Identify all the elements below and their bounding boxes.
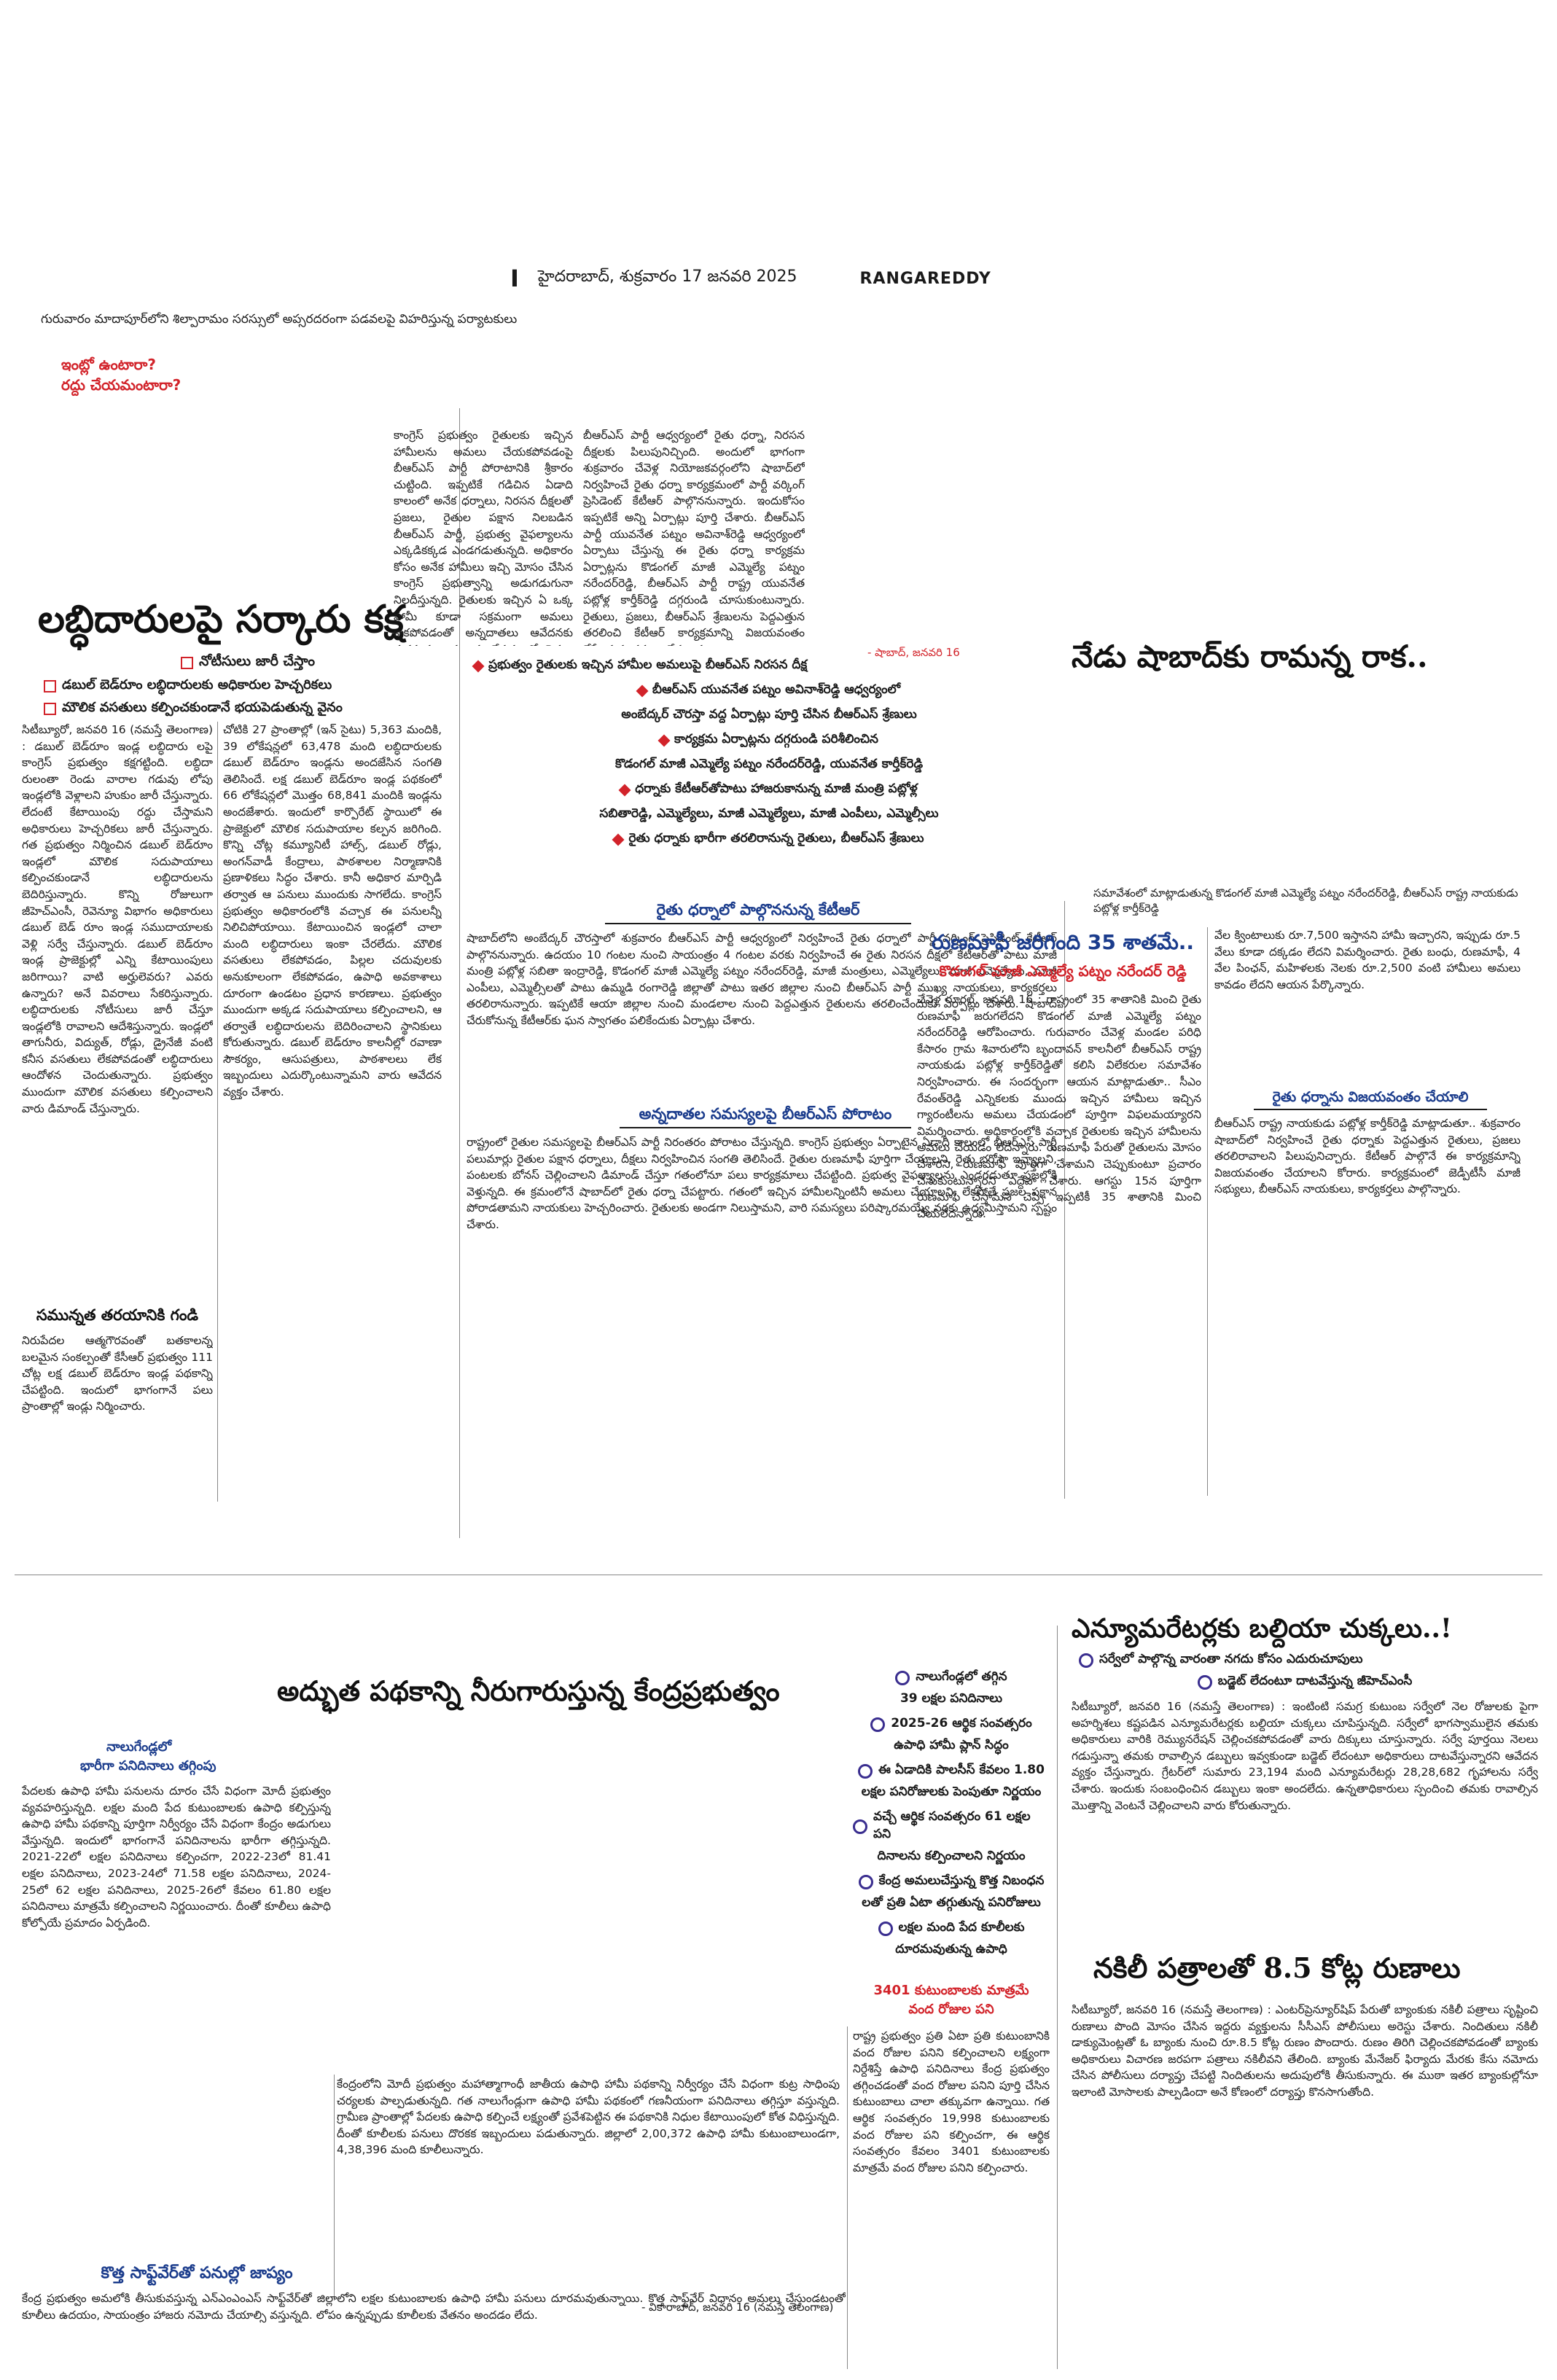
teaser-line-1: ఇంట్లో ఉంటారా? [61,356,156,373]
story1-col2: చోటికి 27 ప్రాంతాల్లో (ఇన్ సైటు) 5,363 మ… [223,723,442,1099]
story4-bullet-10: లతో ప్రతి ఏటా తగ్గుతున్న పనిరోజులు [862,1895,1041,1910]
story4-bullet-12: దూరమవుతున్న ఉపాధి [895,1942,1007,1956]
story2-bullet-3: అంబేద్కర్ చౌరస్తా వద్ద ఏర్పాట్లు పూర్తి … [621,707,917,722]
story4-sidebar-title-1: నాలుగేండ్లలో [106,1739,172,1755]
story4-byline: - వికారాబాద్, జనవరి 16 (నమస్తే తెలంగాణ) [641,2301,834,2314]
story4-side-section-1: 3401 కుటుంబాలకు మాత్రమే [873,1983,1029,1998]
story2-lead-col2: బీఆర్‌ఎస్ పార్టీ ఆధ్వర్యంలో రైతు ధర్నా, … [583,429,805,646]
story4-bullet-2: 39 లక్షల పనిదినాలు [900,1691,1003,1706]
dateline: హైదరాబాద్, శుక్రవారం 17 జనవరి 2025 [537,268,797,286]
story1-section: సమున్నత తరయానికి గండి [36,1306,199,1324]
story3-col1: చేవెళ్ల రూరల్, జనవరి 16 : రాష్ట్రంలో 35 … [917,993,1201,1220]
circle-bullet-icon [1197,1675,1212,1690]
story1-sub-2: డబుల్ బెడ్‌రూం లబ్ధిదారులకు అధికారుల హెచ… [44,677,452,695]
story4-bullet-3: 2025-26 ఆర్థిక సంవత్సరం [853,1716,1050,1733]
story3-photo-caption: సమావేశంలో మాట్లాడుతున్న కొడంగల్ మాజీ ఎమ్… [1093,886,1518,915]
story2-bullet-5: కొడంగల్ మాజీ ఎమ్మెల్యే పట్నం నరేందర్‌రెడ… [614,757,924,771]
story4-bullet-11: లక్షల మంది పేద కూలీలకు [853,1920,1050,1938]
story4-bullet-7: వచ్చే ఆర్థిక సంవత్సరం 61 లక్షల పని [853,1809,1050,1844]
circle-bullet-icon [1079,1653,1093,1668]
story4-sidebar-title-2: భారీగా పనిదినాలు తగ్గింపు [80,1758,216,1774]
story5-headline: ఎన్యూమరేటర్లకు బల్దియా చుక్కలు..! [1072,1613,1452,1644]
story2-bullet-8: రైతు ధర్నాకు భారీగా తరలిరానున్న రైతులు, … [474,831,1064,848]
circle-bullet-icon [853,1819,867,1834]
story2-bullet-4: కార్యక్రమ ఏర్పాట్లను దగ్గరుండి పరిశీలించ… [474,732,1064,749]
square-bullet-icon [181,657,194,669]
circle-bullet-icon [858,1764,873,1779]
circle-bullet-icon [878,1921,893,1936]
story4-bullet-9: కేంద్ర అమలుచేస్తున్న కొత్త నిబంధన [853,1873,1050,1891]
story5-body-2: సిటీబ్యూరో, జనవరి 16 (నమస్తే తెలంగాణ) : … [1072,2003,1538,2099]
story4-main-body: కేంద్రంలోని మోదీ ప్రభుత్వం మహాత్మాగాంధీ … [337,2077,840,2157]
story4-bullet-1: నాలుగేండ్లలో తగ్గిన [853,1669,1050,1687]
circle-bullet-icon [858,1875,873,1889]
story4-section-3-body: కేంద్ర ప్రభుత్వం అమలోకి తీసుకువస్తున్న ఎ… [22,2292,846,2322]
story2-headline: నేడు షాబాద్‌కు రామన్న రాక.. [1072,639,1428,674]
story2-bullet-1: ప్రభుత్వం రైతులకు ఇచ్చిన హామీల అమలుపై బీ… [472,658,1064,675]
story1-sub-3: మౌలిక వసతులు కల్పించకుండానే భయపెడుతున్న … [44,700,452,718]
diamond-bullet-icon [618,784,631,797]
diamond-bullet-icon [657,734,671,747]
story3-section: రైతు ధర్నాను విజయవంతం చేయాలి [1254,1089,1487,1110]
story2-section-2-body: రాష్ట్రంలో రైతుల సమస్యలపై బీఆర్‌ఎస్ పార్… [467,1136,1057,1231]
story2-byline: - షాబాద్, జనవరి 16 [867,646,960,659]
story1-headline: లబ్ధిదారులపై సర్కారు కక్ష [38,597,404,641]
teaser-line-2: రద్దు చేయమంటారా? [61,376,182,394]
diamond-bullet-icon [636,684,649,698]
story5-body: సిటీబ్యూరో, జనవరి 16 (నమస్తే తెలంగాణ) : … [1072,1700,1538,1812]
story2-section-1-body: షాబాద్‌లోని అంబేద్కర్ చౌరస్తాలో శుక్రవార… [467,932,1057,1027]
square-bullet-icon [44,703,56,715]
story2-bullet-2: బీఆర్‌ఎస్ యువనేత పట్నం అవినాశ్‌రెడ్డి ఆధ… [474,682,1064,700]
story2-bullet-7: సబితారెడ్డి, ఎమ్మెల్యేలు, మాజీ ఎమ్మెల్యే… [599,806,939,821]
diamond-bullet-icon [612,833,625,846]
story2-lead: కాంగ్రెస్ ప్రభుత్వం రైతులకు ఇచ్చిన హామీల… [394,429,573,646]
story1-col1: సిటీబ్యూరో, జనవరి 16 (నమస్తే తెలంగాణ) : … [22,723,213,1115]
story3-col2: వేల క్వింటాలుకు రూ.7,500 ఇస్తానని హామీ ఇ… [1214,929,1521,991]
story2-bullet-6: ధర్నాకు కేటీఆర్‌తోపాటు హాజరుకానున్న మాజీ… [474,781,1064,799]
story1-col1-tail: నిరుపేదల ఆత్మగౌరవంతో బతకాలన్న బలమైన సంకల… [22,1334,213,1413]
square-bullet-icon [44,680,56,692]
story4-bullets: నాలుగేండ్లలో తగ్గిన 39 లక్షల పనిదినాలు 2… [853,1669,1050,1959]
story4-side-body: రాష్ట్ర ప్రభుత్వం ప్రతి ఏటా ప్రతి కుటుంబ… [853,2029,1050,2174]
story3-kicker: కొడంగల్ మాజీ ఎమ్మెల్యే పట్నం నరేందర్ రెడ… [939,962,1187,980]
story4-bullet-4: ఉపాధి హామీ ప్లాన్ సిద్ధం [894,1738,1009,1752]
story2-section-2: అన్నదాతల సమస్యలపై బీఆర్‌ఎస్ పోరాటం [620,1105,911,1128]
story4-bullet-8: దినాలను కల్పించాలని నిర్ణయం [877,1849,1026,1863]
story2-section-1: రైతు ధర్నాలో పాల్గొననున్న కేటీఆర్ [605,901,911,924]
masthead-marker: I [510,265,519,292]
story5-headline-2: నకిలీ పత్రాలతో 8.5 కోట్ల రుణాలు [1093,1951,1461,1984]
masthead: I హైదరాబాద్, శుక్రవారం 17 జనవరి 2025 RAN… [510,264,1064,293]
story4-bullet-5: ఈ ఏడాదికి పాలసీస్ కేవలం 1.80 [853,1763,1050,1780]
story4-bullet-6: లక్షల పనిరోజులకు పెంపుతూ నిర్ణయం [861,1784,1042,1799]
story4-section-3: కొత్త సాఫ్ట్‌వేర్‌తో పనుల్లో జాప్యం [101,2264,293,2282]
diamond-bullet-icon [472,660,485,673]
edition-label: RANGAREDDY [859,269,991,288]
story4-side-section-2: వంద రోజుల పని [908,2002,994,2017]
story5-subheads: సర్వేలో పాల్గొన్న వారంతా నగదు కోసం ఎదురు… [1079,1652,1531,1691]
story2-bullets: ప్రభుత్వం రైతులకు ఇచ్చిన హామీల అమలుపై బీ… [472,658,1064,848]
story1-subheads: నోటీసులు జారీ చేస్తాం డబుల్ బెడ్‌రూం లబ్… [44,653,452,718]
story5-sub-2: బడ్జెట్ లేదంటూ దాటవేస్తున్న జీహెచ్‌ఎంసీ [1079,1674,1531,1691]
circle-bullet-icon [870,1717,886,1732]
story4-headline: అద్భుత పథకాన్ని నీరుగారుస్తున్న కేంద్రప్… [277,1674,780,1707]
story5-sub-1: సర్వేలో పాల్గొన్న వారంతా నగదు కోసం ఎదురు… [1079,1652,1531,1669]
story4-sidebar-body: పేదలకు ఉపాధి హామీ పనులను దూరం చేసే విధంగ… [22,1784,331,1930]
story3-section-body: బీఆర్‌ఎస్ రాష్ట్ర నాయకుడు పట్లోళ్ల కార్త… [1214,1117,1521,1196]
story3-headline: రుణమాఫీ జరిగింది 35 శాతమే.. [931,930,1195,954]
circle-bullet-icon [895,1671,910,1685]
photo-caption: గురువారం మాదాపూర్‌లోని శిల్పారామం సరస్సు… [41,312,518,327]
story1-sub-1: నోటీసులు జారీ చేస్తాం [44,653,452,673]
